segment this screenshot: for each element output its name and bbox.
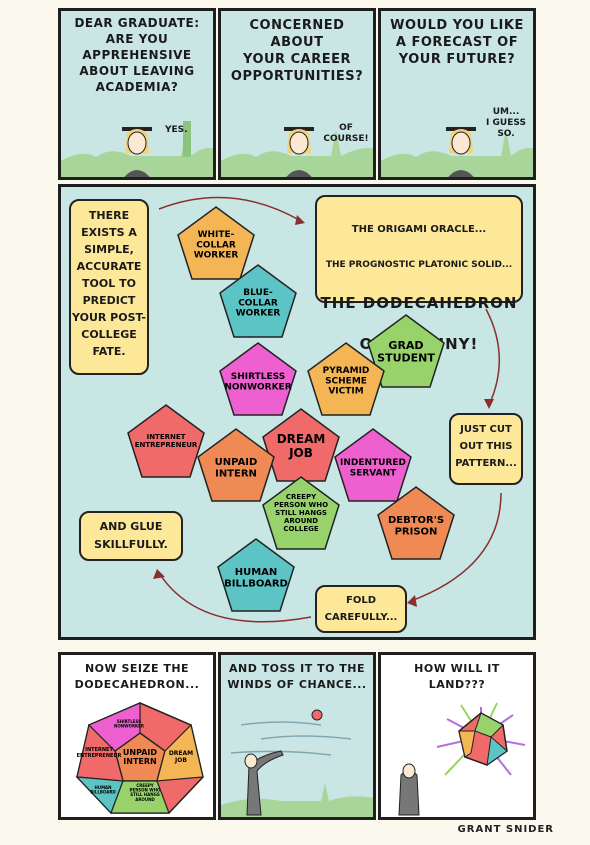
panel-2: CONCERNED ABOUT YOUR CAREER OPPORTUNITIE… (218, 8, 376, 180)
panel-2-caption: CONCERNED ABOUT YOUR CAREER OPPORTUNITIE… (230, 18, 364, 84)
landing-scene (398, 702, 526, 816)
net-face-grad-student-shape (367, 314, 445, 388)
panel-5-caption: AND TOSS IT TO THE WINDS OF CHANCE... (227, 662, 367, 691)
panel-4-caption: NOW SEIZE THE DODECAHEDRON... (74, 662, 200, 691)
intro-box: THERE EXISTS A SIMPLE, ACCURATE TOOL TO … (69, 199, 149, 375)
campus-skyline (381, 129, 533, 177)
oracle-line-3: THE DODECAHEDRON (320, 294, 518, 312)
net-face-internet-shape (127, 404, 205, 478)
glue-box: AND GLUE SKILLFULLY. (79, 511, 183, 561)
panel-2-speech: OF COURSE! (323, 123, 369, 144)
net-face-creepy-shape (262, 476, 340, 550)
fold-box: FOLD CAREFULLY... (315, 585, 407, 633)
artist-signature: GRANT SNIDER (457, 824, 554, 835)
graduate-figure (284, 127, 314, 177)
flow-arrows (153, 196, 502, 623)
net-face-white-collar-shape (177, 206, 255, 280)
graduate-figure (446, 127, 476, 177)
net-face-indentured-shape (334, 428, 412, 502)
main-panel: THERE EXISTS A SIMPLE, ACCURATE TOOL TO … (58, 184, 536, 640)
net-face-blue-collar-shape (219, 264, 297, 338)
panel-3-caption: WOULD YOU LIKE A FORECAST OF YOUR FUTURE… (390, 18, 524, 67)
cut-box: JUST CUT OUT THIS PATTERN... (449, 413, 523, 485)
oracle-line-1: THE ORIGAMI ORACLE... (351, 224, 487, 235)
oracle-box: THE ORIGAMI ORACLE... THE PROGNOSTIC PLA… (315, 195, 523, 353)
panel-6-caption: HOW WILL IT LAND??? (414, 662, 500, 691)
panel-1-caption: DEAR GRADUATE: ARE YOU APPREHENSIVE ABOU… (74, 16, 200, 94)
net-face-unpaid-intern-shape (197, 428, 275, 502)
panel-1: DEAR GRADUATE: ARE YOU APPREHENSIVE ABOU… (58, 8, 216, 180)
oracle-line-2: THE PROGNOSTIC PLATONIC SOLID... (325, 260, 513, 270)
panel-6: HOW WILL IT LAND??? (378, 652, 536, 820)
panel-3: WOULD YOU LIKE A FORECAST OF YOUR FUTURE… (378, 8, 536, 180)
net-face-pyramid-scheme-shape (307, 342, 385, 416)
panel-5: AND TOSS IT TO THE WINDS OF CHANCE... (218, 652, 376, 820)
panel-3-speech: UM... I GUESS SO. (486, 107, 526, 139)
panel-1-speech: YES. (165, 125, 188, 135)
net-face-shirtless-shape (219, 342, 297, 416)
campus-skyline (221, 129, 373, 177)
net-face-debtors-shape (377, 486, 455, 560)
campus-skyline (61, 121, 213, 177)
graduate-figure (122, 127, 152, 177)
net-face-billboard-shape (217, 538, 295, 612)
toss-scene (221, 709, 373, 817)
